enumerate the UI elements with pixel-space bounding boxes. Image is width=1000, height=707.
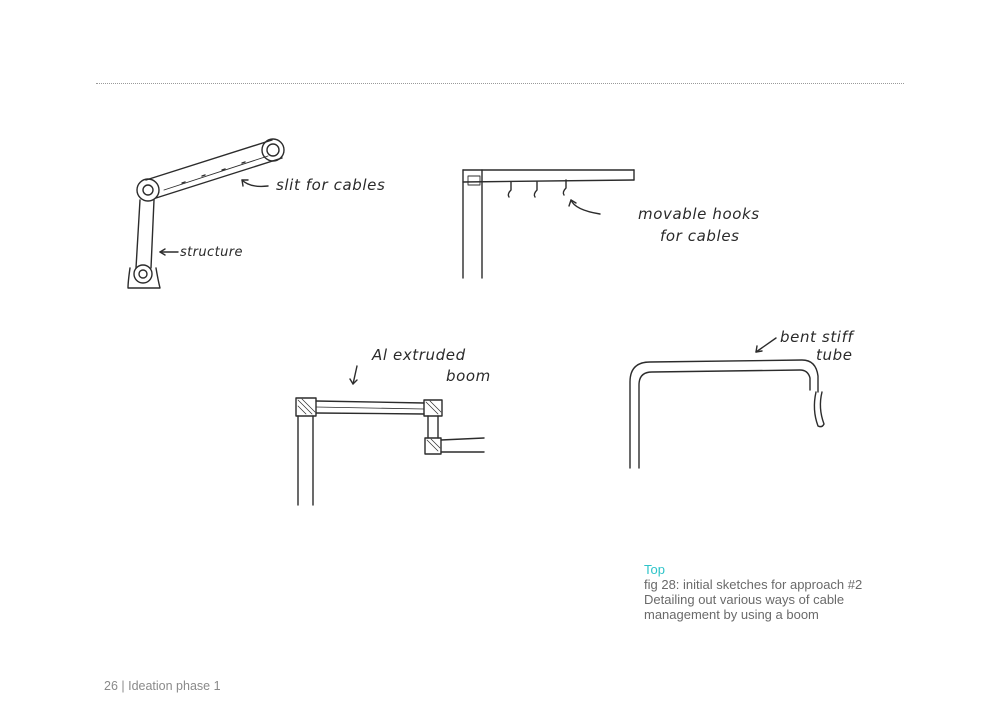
caption-line-1: fig 28: initial sketches for approach #2 xyxy=(644,577,863,592)
sketch-bent-tube xyxy=(629,337,825,469)
label-tube-1: bent stiff xyxy=(780,328,855,346)
label-hooks-1: movable hooks xyxy=(638,205,760,223)
caption-line-3: management by using a boom xyxy=(644,607,819,622)
label-boom-2: boom xyxy=(446,367,491,385)
caption-tag: Top xyxy=(644,562,665,577)
label-boom-1: Al extruded xyxy=(371,346,466,364)
sketch-rail-hooks xyxy=(462,169,635,279)
label-hooks-2: for cables xyxy=(660,227,740,245)
figure-caption: Top fig 28: initial sketches for approac… xyxy=(644,562,924,622)
label-structure: structure xyxy=(180,245,243,260)
label-tube-2: tube xyxy=(816,346,853,364)
page-footer: 26 | Ideation phase 1 xyxy=(104,679,221,693)
label-slit: slit for cables xyxy=(276,176,385,194)
header-divider xyxy=(96,83,904,84)
sketch-articulated-arm xyxy=(127,138,285,289)
caption-line-2: Detailing out various ways of cable xyxy=(644,592,845,607)
sketch-extruded-boom xyxy=(295,365,485,506)
